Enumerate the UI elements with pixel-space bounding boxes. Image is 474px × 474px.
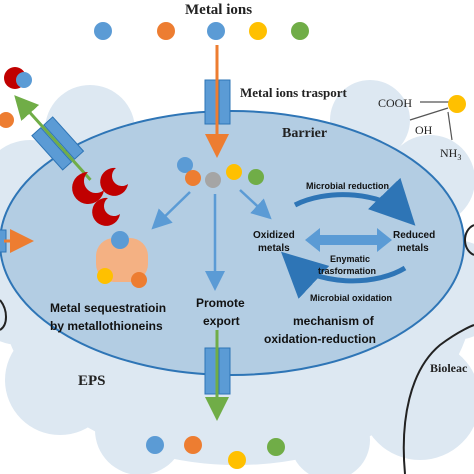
bottom-export-channel <box>204 330 231 421</box>
left-channel <box>0 229 34 253</box>
microbial-oxidation-label: Microbial oxidation <box>310 293 392 303</box>
enzymatic-label-line2: trasformation <box>318 266 376 276</box>
mechanism-label-line1: mechanism of <box>293 314 375 328</box>
barrier-label: Barrier <box>282 126 327 141</box>
microbial-reduction-label: Microbial reduction <box>306 181 389 191</box>
incoming-ions <box>94 22 309 40</box>
sequestration-label-line1: Metal sequestratioin <box>50 301 166 315</box>
left-edge-curve <box>0 299 7 331</box>
promote-label-line2: export <box>203 314 240 328</box>
exported-ions <box>146 436 285 469</box>
promote-label-line1: Promote <box>196 296 245 310</box>
bioleaching-curve <box>464 224 474 256</box>
ion-blue <box>207 22 225 40</box>
diagonal-channel <box>14 95 92 181</box>
oxidized-label-line1: Oxidized <box>253 230 295 241</box>
eps-label: EPS <box>78 373 106 389</box>
sequestration-label-line2: by metallothioneins <box>50 319 163 333</box>
reduced-label-line1: Reduced <box>393 230 435 241</box>
transport-label: Metal ions trasport <box>240 85 348 100</box>
bioleaching-label: Bioleac <box>430 361 468 375</box>
reduced-label-line2: metals <box>397 243 429 254</box>
mechanism-label-line2: oxidation-reduction <box>264 332 376 346</box>
ion-orange <box>157 22 175 40</box>
enzymatic-double-arrow <box>305 228 392 252</box>
top-transport-channel <box>204 45 231 158</box>
ion-yellow <box>249 22 267 40</box>
distribution-arrows <box>151 189 272 291</box>
functional-groups <box>409 95 466 141</box>
nh3-label: NH3 <box>440 146 461 162</box>
oxidized-label-line2: metals <box>258 243 290 254</box>
ion-blue <box>94 22 112 40</box>
cooh-label: COOH <box>378 96 412 110</box>
metallothionein-complex <box>96 231 148 288</box>
oh-label: OH <box>415 123 433 137</box>
metal-ions-label: Metal ions <box>185 2 252 18</box>
cell-membrane <box>0 110 465 376</box>
ion-green <box>291 22 309 40</box>
redox-cycle <box>281 177 416 299</box>
bioleaching-outline <box>402 324 474 474</box>
internal-ion-cluster <box>177 157 264 188</box>
binding-proteins <box>0 67 128 226</box>
enzymatic-label-line1: Enymatic <box>330 254 370 264</box>
